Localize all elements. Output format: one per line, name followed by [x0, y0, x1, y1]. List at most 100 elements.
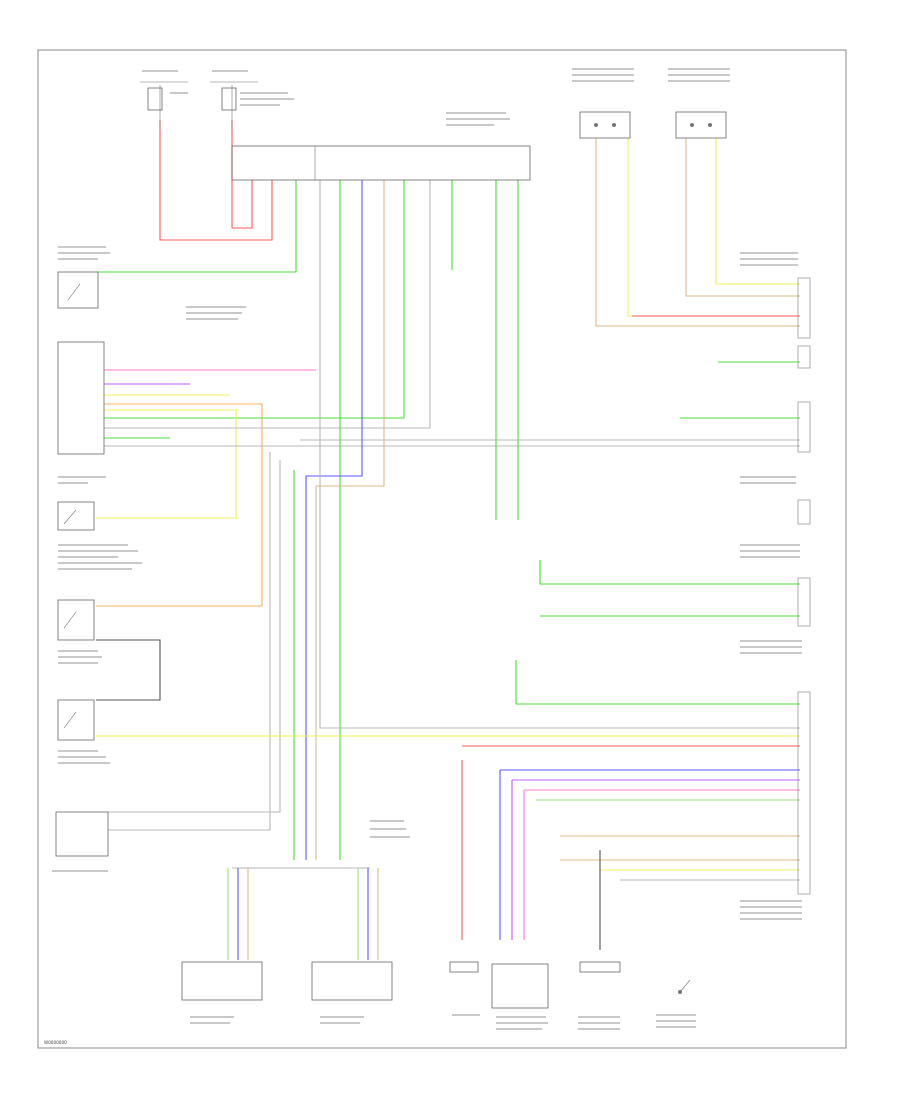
label-mark — [58, 662, 98, 664]
label-mark — [572, 68, 634, 70]
speed-sensor-rear — [449, 961, 479, 973]
corner-code: W0000000 — [44, 1040, 67, 1045]
label-mark — [668, 68, 730, 70]
label-mark — [370, 820, 404, 822]
label-mark — [740, 476, 796, 478]
wire-group — [96, 120, 800, 960]
wire-tan-bundle — [315, 180, 385, 860]
wire-green-accessory — [96, 180, 297, 273]
label-mark — [668, 80, 730, 82]
label-mark — [142, 70, 178, 72]
label-mark — [446, 112, 506, 114]
wire-yellow-brake-right — [715, 138, 800, 285]
steering-angle-sensor — [579, 961, 621, 973]
label-mark — [578, 1028, 620, 1030]
label-mark — [572, 80, 634, 82]
label-mark — [496, 1016, 546, 1018]
label-mark — [58, 750, 98, 752]
label-mark — [58, 556, 118, 558]
label-mark — [740, 918, 802, 920]
label-mark — [496, 1022, 548, 1024]
pressure-switch-lower — [678, 979, 691, 994]
label-mark — [58, 550, 138, 552]
label-mark — [740, 264, 798, 266]
label-mark — [170, 92, 188, 94]
brake-light-switch-right — [675, 111, 727, 139]
diagram-frame — [37, 49, 847, 1049]
wire-gray-pressure — [108, 460, 281, 813]
label-mark — [740, 252, 798, 254]
label-mark — [740, 550, 800, 552]
label-mark — [740, 482, 796, 484]
label-mark — [370, 836, 410, 838]
wire-gray-1 — [104, 180, 431, 429]
label-mark — [58, 258, 98, 260]
label-mark — [58, 252, 110, 254]
label-mark — [740, 652, 802, 654]
engine-connector — [57, 341, 105, 455]
wire-yellow-brake-left — [627, 138, 800, 317]
label-mark — [58, 656, 102, 658]
label-mark — [58, 650, 98, 652]
accessory-switch — [57, 271, 99, 309]
label-mark — [52, 870, 108, 872]
label-mark — [58, 568, 132, 570]
rh-wire-connector — [797, 277, 811, 525]
wire-green-abs — [515, 660, 800, 705]
label-mark — [186, 312, 242, 314]
label-mark — [578, 1022, 620, 1024]
label-mark — [740, 900, 802, 902]
label-marks — [52, 68, 802, 1030]
label-mark — [58, 476, 106, 478]
wire-green-long — [104, 180, 405, 419]
label-mark — [58, 756, 106, 758]
wire-gray-bundle — [319, 180, 800, 729]
label-mark — [212, 70, 248, 72]
label-mark — [190, 1022, 230, 1024]
yaw-sensor-assembly — [491, 963, 549, 1009]
wire-green-tcm — [539, 560, 800, 585]
label-mark — [240, 92, 288, 94]
wire-red-fuse-left — [159, 120, 273, 241]
label-mark — [320, 1016, 364, 1018]
wire-tan-brake-right — [685, 138, 800, 297]
label-mark — [58, 544, 128, 546]
wire-red-fuse-right — [231, 120, 253, 229]
label-mark — [446, 118, 510, 120]
label-mark — [240, 98, 294, 100]
label-mark — [740, 544, 800, 546]
wire-yellow-sensor — [96, 409, 237, 519]
label-mark — [370, 828, 406, 830]
speed-sensor-left-front — [181, 961, 263, 1001]
label-mark — [496, 1028, 542, 1030]
brake-light-switch-left — [579, 111, 631, 139]
label-mark — [740, 906, 802, 908]
wire-gray-pressure-2 — [108, 452, 271, 831]
fuse-box-right — [210, 81, 258, 130]
sensor-switch-a — [57, 501, 95, 531]
label-mark — [656, 1020, 696, 1022]
label-mark — [58, 762, 110, 764]
label-mark — [58, 246, 106, 248]
label-mark — [452, 1014, 480, 1016]
label-mark — [186, 306, 246, 308]
label-mark — [578, 1016, 620, 1018]
label-mark — [58, 562, 142, 564]
wire-tan-brake-left — [595, 138, 800, 327]
label-mark — [58, 482, 88, 484]
fuse-box-left — [140, 81, 188, 130]
label-mark — [668, 74, 730, 76]
sensor-switch-c — [57, 699, 95, 741]
label-mark — [320, 1022, 360, 1024]
label-mark — [186, 318, 238, 320]
engine-junction-box — [231, 145, 531, 181]
wire-blue-bundle — [305, 180, 363, 860]
label-mark — [656, 1014, 696, 1016]
label-mark — [740, 640, 802, 642]
abs-control-module — [797, 691, 811, 895]
pressure-sensor — [55, 811, 109, 857]
label-mark — [240, 104, 280, 106]
wire-black-switch — [96, 639, 161, 701]
transmission-control-module — [797, 577, 811, 627]
